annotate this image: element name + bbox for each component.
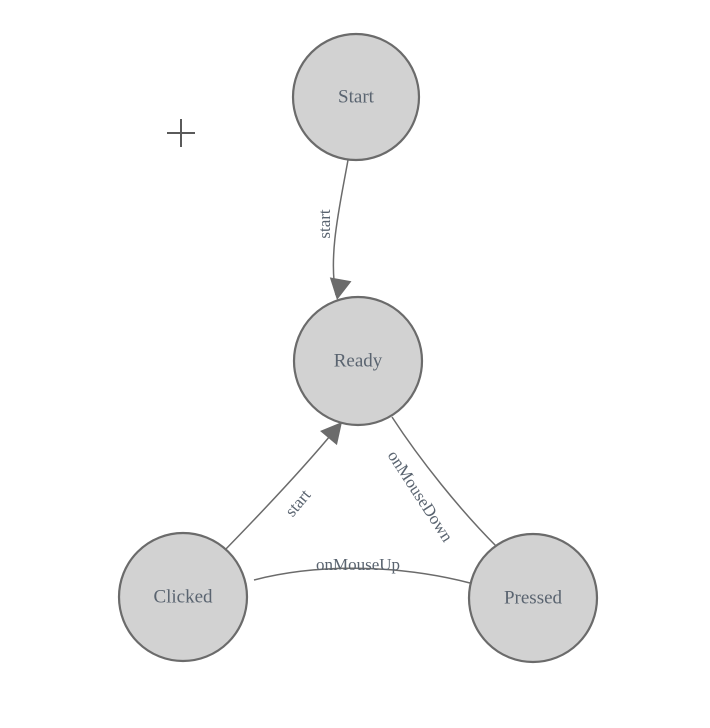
state-node-pressed-label: Pressed bbox=[504, 587, 563, 608]
state-node-ready-circle[interactable] bbox=[292, 295, 424, 427]
state-node-clicked-circle[interactable] bbox=[117, 531, 249, 663]
edge-start-to-ready[interactable]: start bbox=[315, 159, 352, 302]
edge-label-clicked-to-ready: start bbox=[281, 485, 315, 520]
edge-label-start-to-ready: start bbox=[315, 209, 334, 239]
state-node-ready[interactable]: Ready bbox=[292, 295, 424, 427]
arrowhead-start-to-ready bbox=[329, 277, 352, 300]
edge-path-ready-to-pressed bbox=[391, 416, 498, 548]
state-node-start-circle[interactable] bbox=[291, 32, 421, 162]
edge-path-start-to-ready bbox=[332, 159, 349, 296]
edge-label-pressed-to-clicked: onMouseUp bbox=[316, 555, 400, 574]
state-node-start-label: Start bbox=[338, 86, 375, 107]
edge-label-ready-to-pressed: onMouseDown bbox=[384, 447, 457, 546]
state-node-pressed-circle[interactable] bbox=[467, 532, 599, 664]
state-node-clicked-label: Clicked bbox=[153, 586, 213, 607]
edge-path-clicked-to-ready bbox=[223, 429, 336, 552]
state-node-ready-label: Ready bbox=[334, 350, 383, 371]
plus-marker[interactable] bbox=[167, 119, 195, 147]
edge-path-pressed-to-clicked bbox=[253, 567, 471, 584]
state-node-pressed[interactable]: Pressed bbox=[467, 532, 599, 664]
state-node-start[interactable]: Start bbox=[291, 32, 421, 162]
edge-pressed-to-clicked[interactable]: onMouseUp bbox=[223, 555, 471, 599]
edge-clicked-to-ready[interactable]: start bbox=[223, 415, 350, 552]
state-node-clicked[interactable]: Clicked bbox=[117, 531, 249, 663]
arrowhead-clicked-to-ready bbox=[320, 422, 342, 446]
